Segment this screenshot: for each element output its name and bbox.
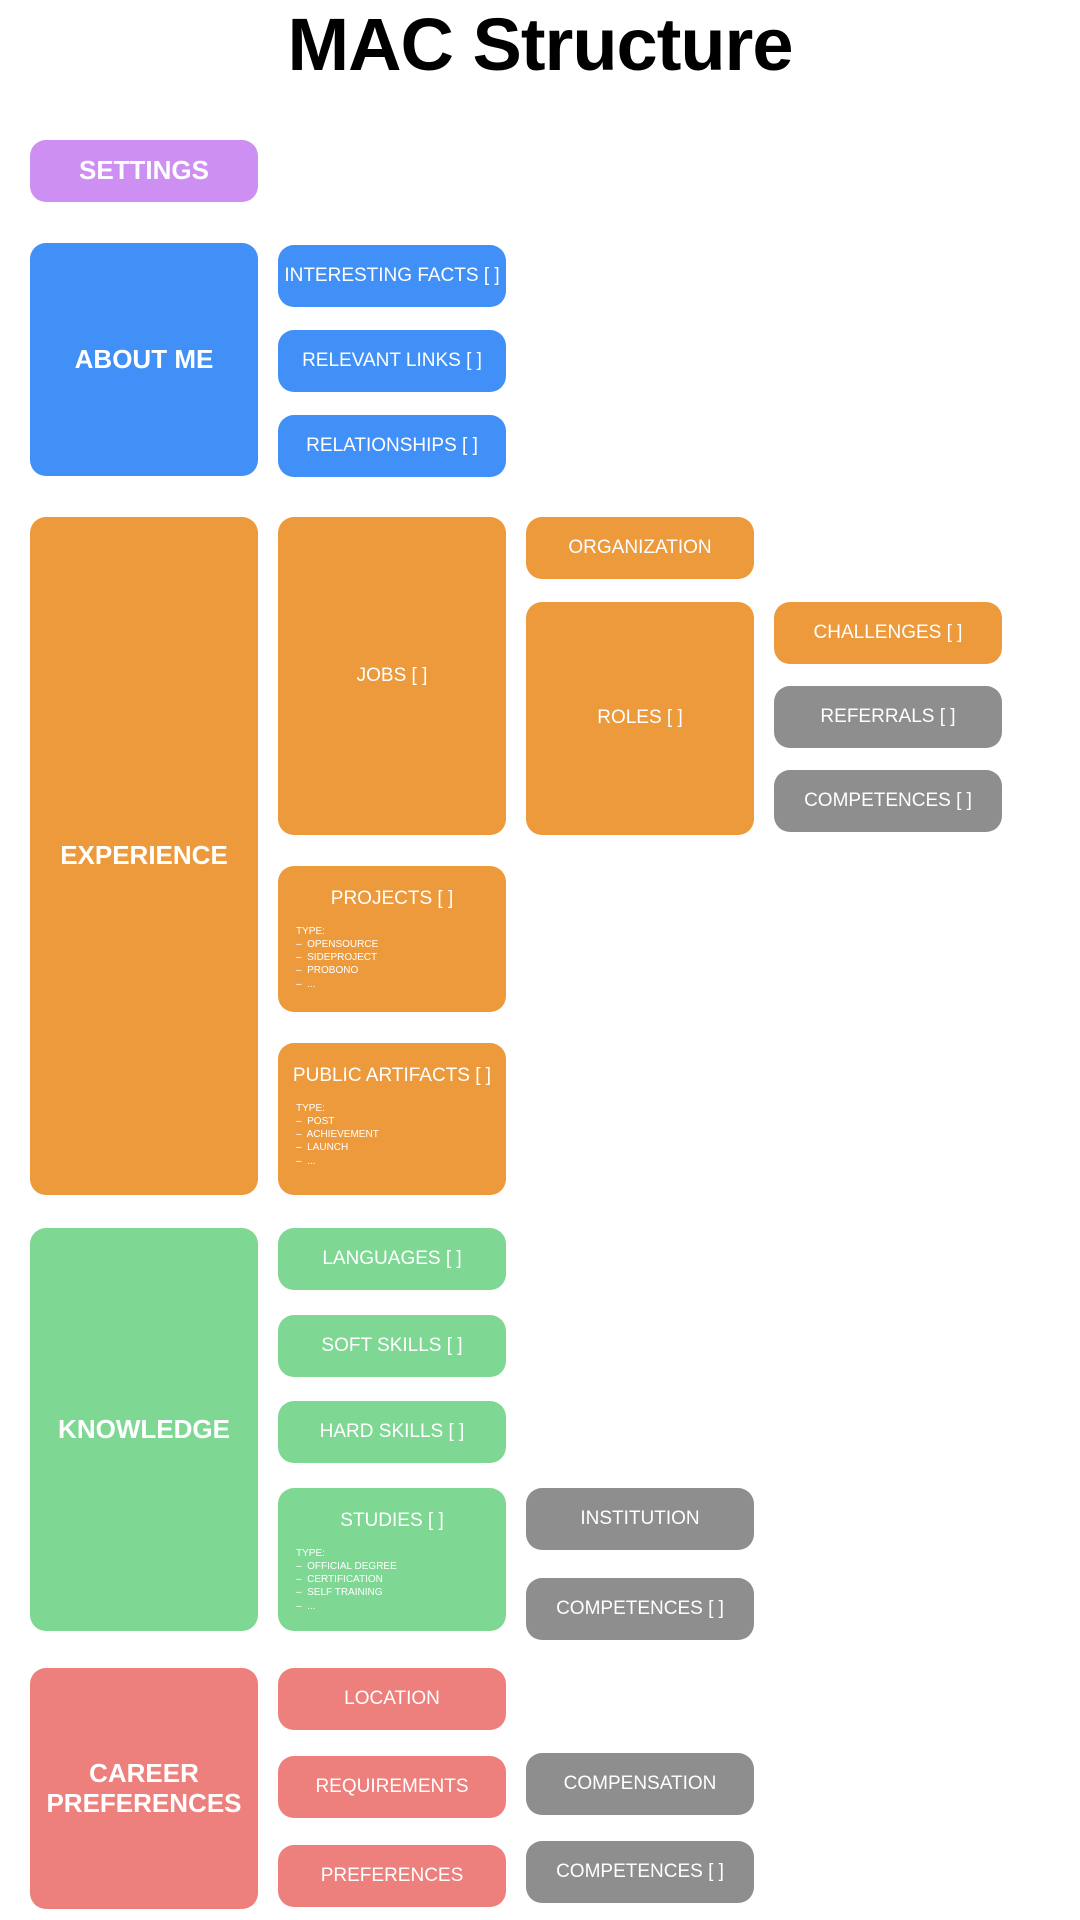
node-preferences[interactable]: PREFERENCES <box>278 1845 506 1907</box>
projects-type-item: – SIDEPROJECT <box>296 952 378 964</box>
node-jobs[interactable]: JOBS [ ] <box>278 517 506 835</box>
node-institution[interactable]: INSTITUTION <box>526 1488 754 1550</box>
public-artifacts-type-list: TYPE: – POST – ACHIEVEMENT – LAUNCH – ..… <box>278 1102 506 1168</box>
node-relevant-links[interactable]: RELEVANT LINKS [ ] <box>278 330 506 392</box>
projects-type-list: TYPE: – OPENSOURCE – SIDEPROJECT – PROBO… <box>278 925 506 991</box>
node-projects[interactable]: PROJECTS [ ] TYPE: – OPENSOURCE – SIDEPR… <box>278 866 506 1012</box>
node-interesting-facts[interactable]: INTERESTING FACTS [ ] <box>278 245 506 307</box>
studies-type-item: – SELF TRAINING <box>296 1587 383 1599</box>
studies-type-heading: TYPE: <box>296 1547 325 1559</box>
node-interesting-facts-label: INTERESTING FACTS [ ] <box>284 264 500 286</box>
node-role-competences[interactable]: COMPETENCES [ ] <box>774 770 1002 832</box>
page-title: MAC Structure <box>287 3 793 86</box>
node-referrals[interactable]: REFERRALS [ ] <box>774 686 1002 748</box>
node-public-artifacts-label: PUBLIC ARTIFACTS [ ] <box>292 1065 492 1086</box>
node-career-preferences-label-line-1: CAREER <box>89 1757 199 1788</box>
node-experience[interactable]: EXPERIENCE <box>30 517 258 1195</box>
node-career-preferences-label-line-2: PREFERENCES <box>46 1787 242 1818</box>
node-hard-skills-label: HARD SKILLS [ ] <box>319 1420 465 1442</box>
node-role-competences-label: COMPETENCES [ ] <box>804 789 972 811</box>
node-preferences-label: PREFERENCES <box>320 1864 464 1886</box>
node-challenges-label: CHALLENGES [ ] <box>813 621 963 643</box>
node-location[interactable]: LOCATION <box>278 1668 506 1730</box>
node-compensation-label: COMPENSATION <box>563 1772 717 1794</box>
node-about-me-label: ABOUT ME <box>74 343 214 374</box>
node-studies[interactable]: STUDIES [ ] TYPE: – OFFICIAL DEGREE – CE… <box>278 1488 506 1631</box>
projects-type-item: – ... <box>296 978 316 990</box>
node-challenges[interactable]: CHALLENGES [ ] <box>774 602 1002 664</box>
studies-type-item: – OFFICIAL DEGREE <box>296 1560 397 1572</box>
studies-type-item: – CERTIFICATION <box>296 1574 383 1586</box>
node-knowledge[interactable]: KNOWLEDGE <box>30 1228 258 1631</box>
studies-type-item: – ... <box>296 1600 316 1612</box>
node-settings-label: SETTINGS <box>78 155 209 186</box>
node-study-competences[interactable]: COMPETENCES [ ] <box>526 1578 754 1640</box>
node-public-artifacts[interactable]: PUBLIC ARTIFACTS [ ] TYPE: – POST – ACHI… <box>278 1043 506 1195</box>
projects-type-item: – OPENSOURCE <box>296 938 379 950</box>
node-career-preferences[interactable]: CAREER PREFERENCES <box>30 1668 258 1909</box>
node-projects-label: PROJECTS [ ] <box>330 888 454 909</box>
node-hard-skills[interactable]: HARD SKILLS [ ] <box>278 1401 506 1463</box>
node-soft-skills-label: SOFT SKILLS [ ] <box>321 1334 463 1356</box>
node-pref-competences[interactable]: COMPETENCES [ ] <box>526 1841 754 1903</box>
public-artifacts-type-item: – LAUNCH <box>296 1142 349 1154</box>
node-compensation[interactable]: COMPENSATION <box>526 1753 754 1815</box>
public-artifacts-type-item: – ACHIEVEMENT <box>296 1129 379 1141</box>
node-referrals-label: REFERRALS [ ] <box>820 705 956 727</box>
node-organization[interactable]: ORGANIZATION <box>526 517 754 579</box>
node-location-label: LOCATION <box>344 1687 440 1709</box>
node-settings[interactable]: SETTINGS <box>30 140 258 202</box>
node-study-competences-label: COMPETENCES [ ] <box>556 1597 724 1619</box>
node-about-me[interactable]: ABOUT ME <box>30 243 258 476</box>
node-languages-label: LANGUAGES [ ] <box>322 1247 462 1269</box>
node-studies-label: STUDIES [ ] <box>340 1510 444 1531</box>
public-artifacts-type-heading: TYPE: <box>296 1102 325 1114</box>
node-requirements[interactable]: REQUIREMENTS <box>278 1756 506 1818</box>
node-requirements-label: REQUIREMENTS <box>315 1775 469 1797</box>
node-relationships[interactable]: RELATIONSHIPS [ ] <box>278 415 506 477</box>
projects-type-item: – PROBONO <box>296 965 359 977</box>
node-roles-label: ROLES [ ] <box>597 707 683 729</box>
node-roles[interactable]: ROLES [ ] <box>526 602 754 835</box>
node-relationships-label: RELATIONSHIPS [ ] <box>306 434 478 456</box>
node-soft-skills[interactable]: SOFT SKILLS [ ] <box>278 1315 506 1377</box>
node-relevant-links-label: RELEVANT LINKS [ ] <box>302 349 482 371</box>
node-pref-competences-label: COMPETENCES [ ] <box>556 1860 724 1882</box>
public-artifacts-type-item: – ... <box>296 1155 316 1167</box>
node-organization-label: ORGANIZATION <box>568 536 712 558</box>
node-jobs-label: JOBS [ ] <box>356 664 428 686</box>
node-experience-label: EXPERIENCE <box>60 840 228 871</box>
public-artifacts-type-item: – POST <box>296 1115 335 1127</box>
node-knowledge-label: KNOWLEDGE <box>58 1413 230 1444</box>
node-institution-label: INSTITUTION <box>580 1507 700 1529</box>
studies-type-list: TYPE: – OFFICIAL DEGREE – CERTIFICATION … <box>278 1547 506 1613</box>
projects-type-heading: TYPE: <box>296 925 325 937</box>
node-languages[interactable]: LANGUAGES [ ] <box>278 1228 506 1290</box>
